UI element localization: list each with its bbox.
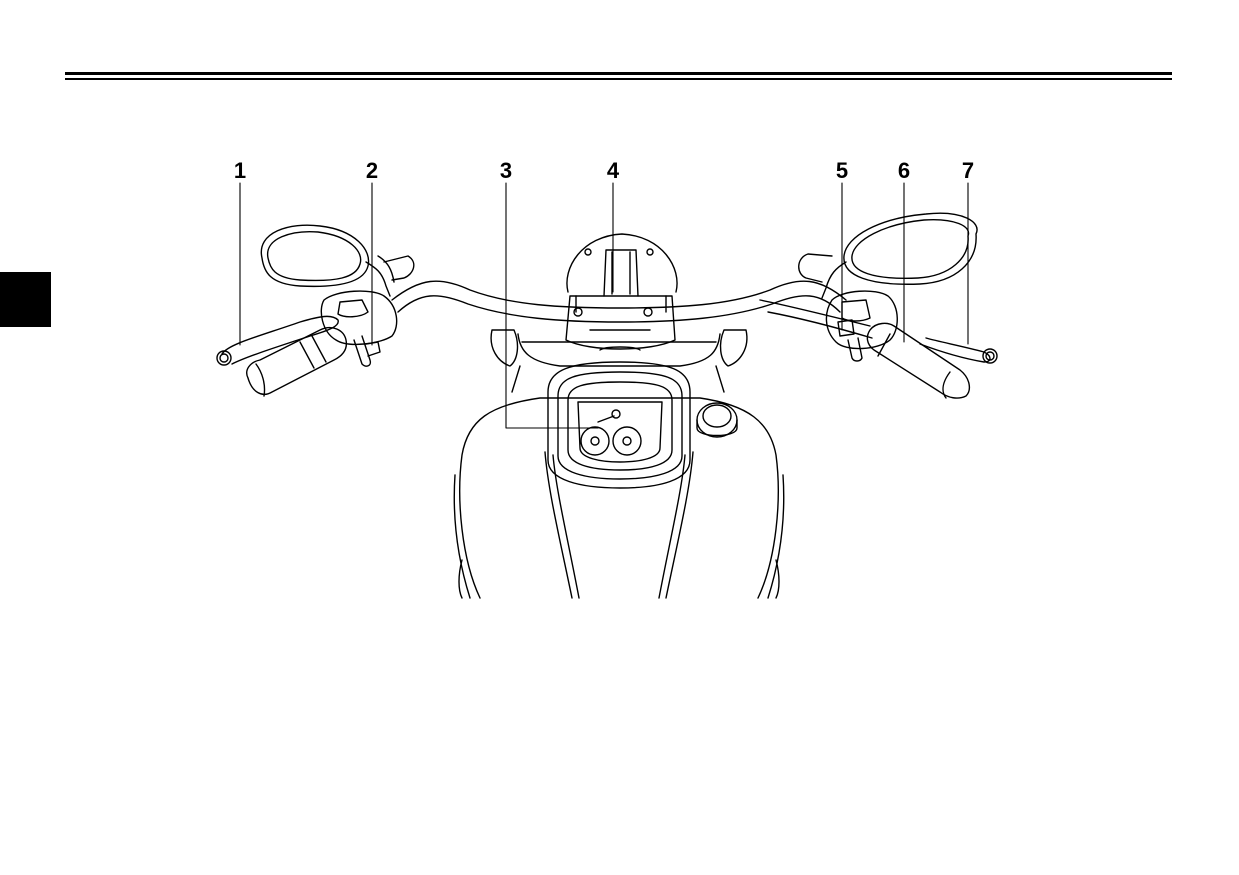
header-rule-thick (65, 72, 1172, 75)
front-brake-lever (759, 299, 998, 364)
handlebar (391, 280, 847, 323)
leader-lines (239, 182, 969, 429)
left-grip (246, 326, 348, 397)
instrument-console (547, 361, 691, 489)
triple-clamp (490, 329, 748, 393)
left-mirror (260, 224, 415, 297)
fuel-tank (453, 397, 785, 599)
callout-3: 3 (499, 158, 513, 183)
chapter-tab-marker (0, 272, 51, 327)
right-mirror (798, 212, 978, 299)
callout-2: 2 (365, 158, 379, 183)
right-switch-housing (825, 290, 898, 362)
headlight-housing (566, 233, 678, 297)
clutch-lever (216, 315, 339, 366)
throttle-grip (866, 322, 971, 399)
callout-6: 6 (897, 158, 911, 183)
callout-5: 5 (835, 158, 849, 183)
fuel-cap (696, 402, 738, 438)
callout-7: 7 (961, 158, 975, 183)
callout-1: 1 (233, 158, 247, 183)
header-rule-thin (65, 78, 1172, 80)
callout-4: 4 (606, 158, 620, 183)
leader-line-3 (505, 182, 599, 429)
